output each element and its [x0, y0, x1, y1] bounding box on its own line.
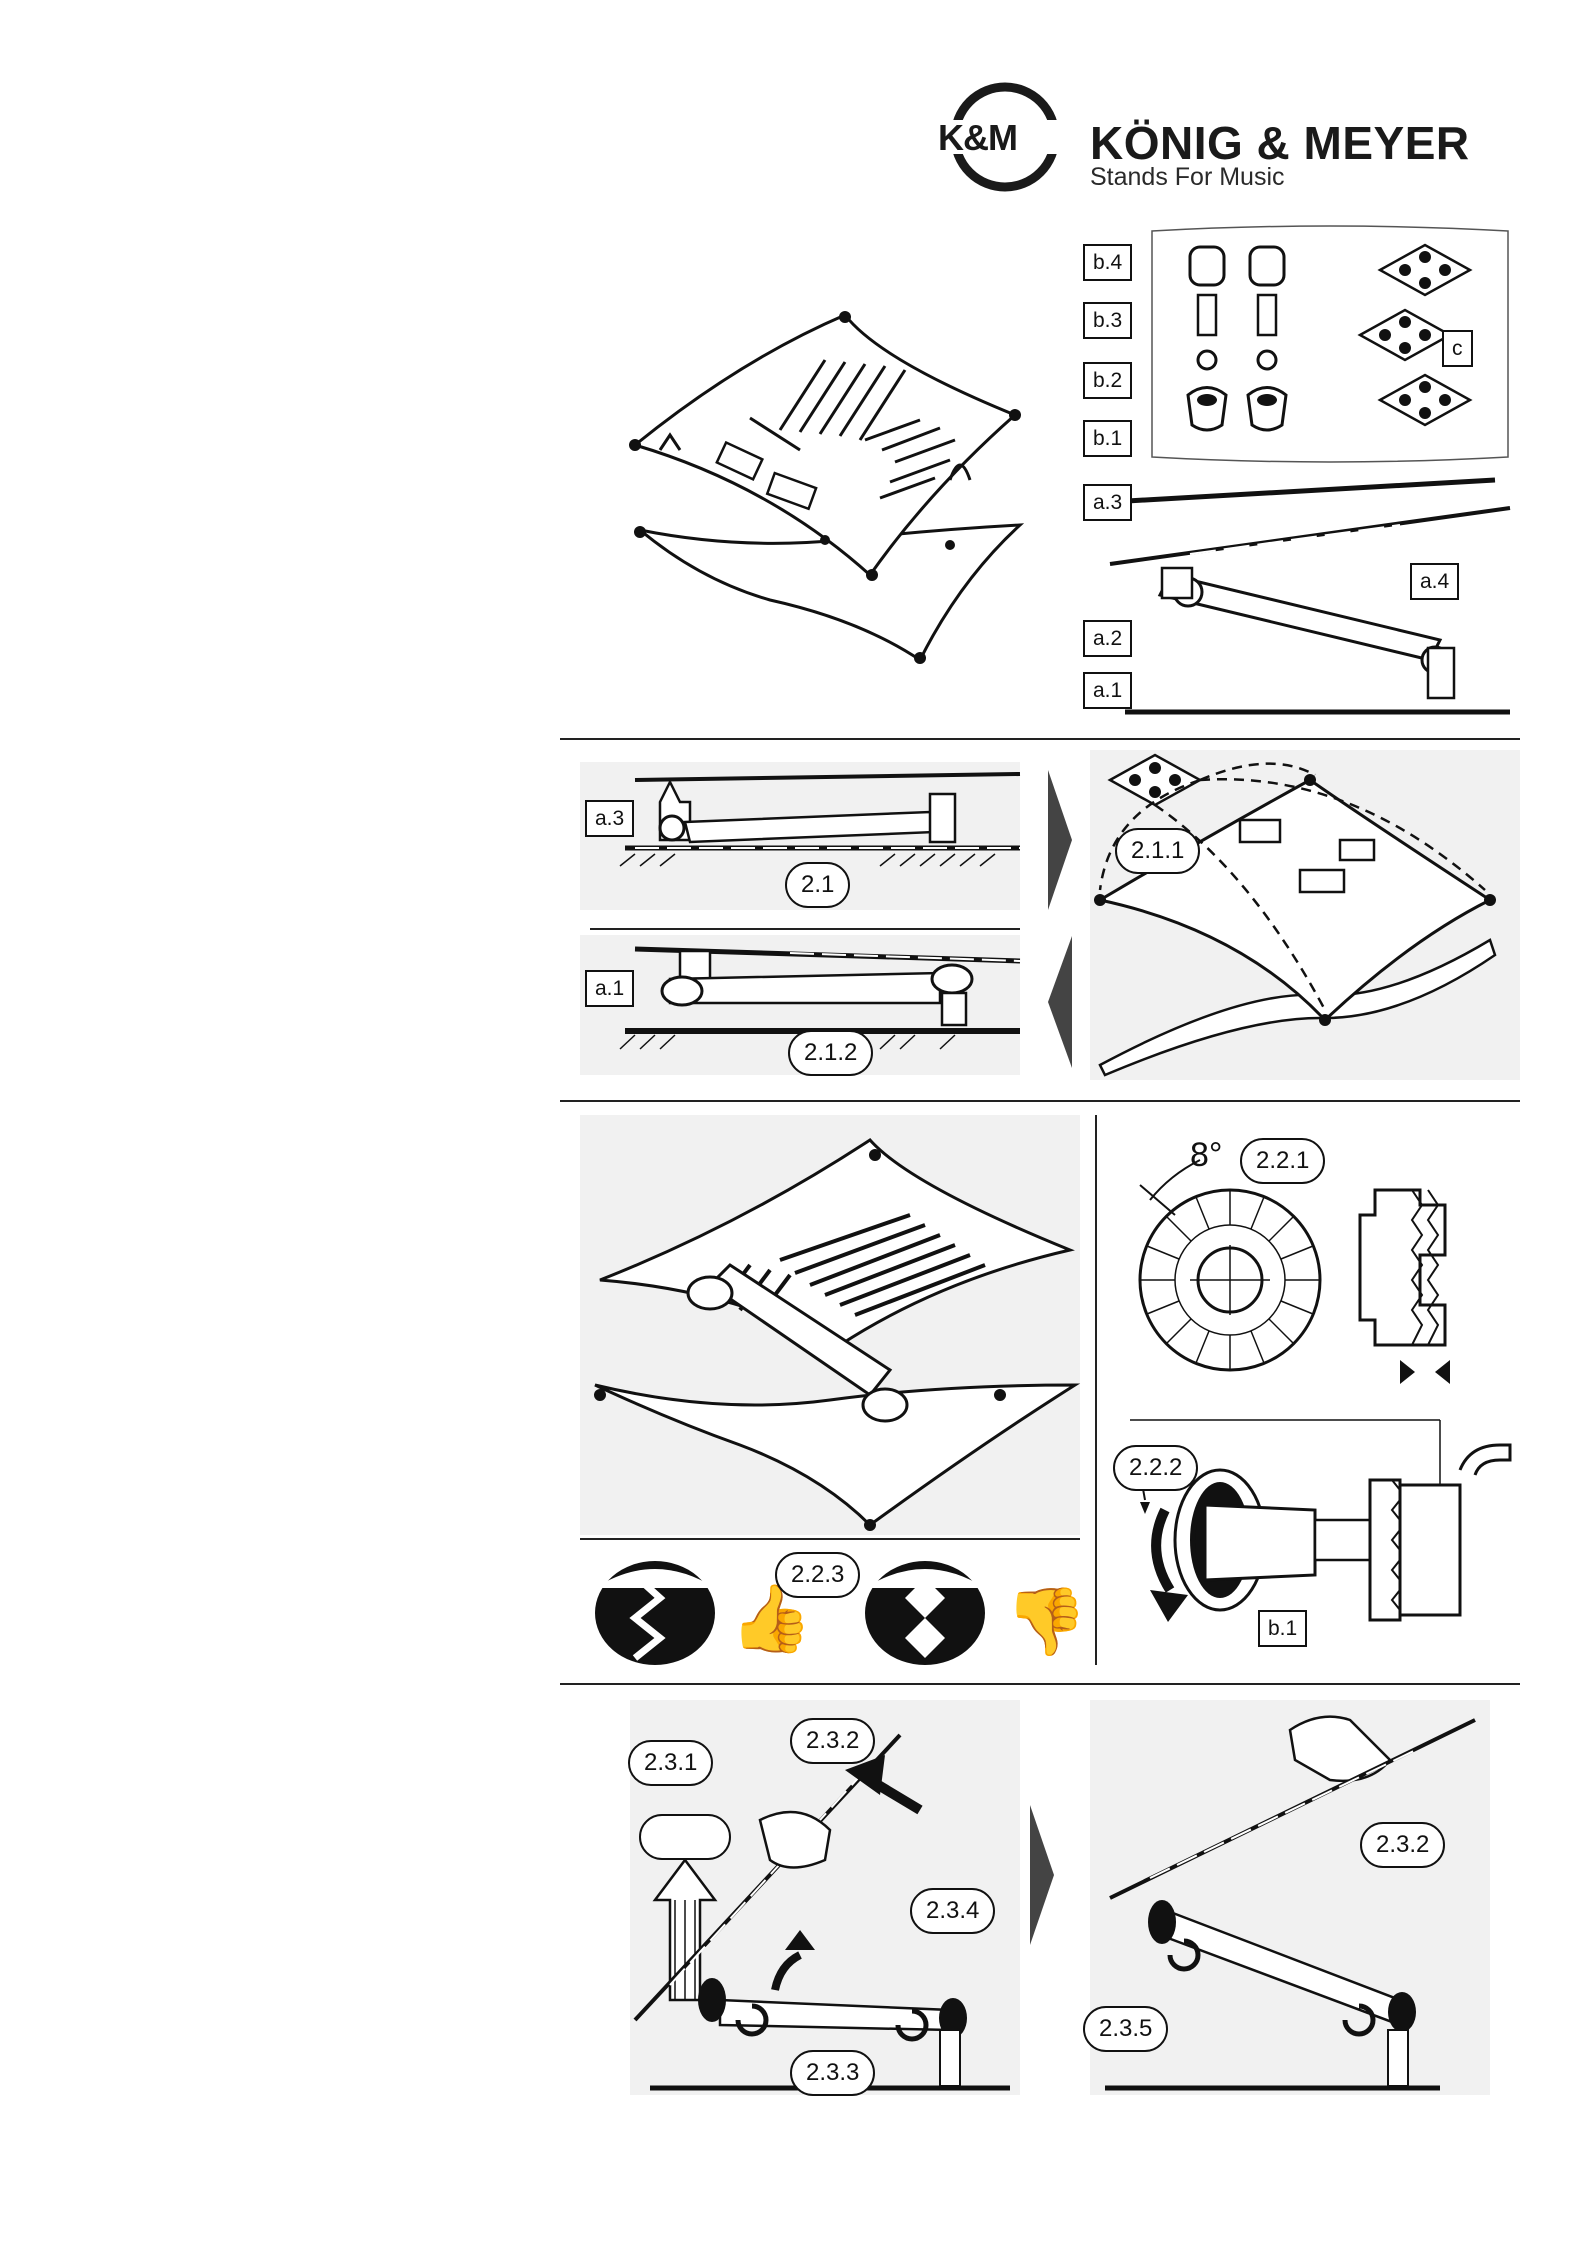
- section-divider: [560, 1100, 1520, 1102]
- stand-tilted-illustration: [580, 1115, 1080, 1535]
- step-2-3-3: 2.3.3: [790, 2050, 875, 2096]
- panel-divider: [580, 1538, 1080, 1540]
- part-label-a4: a.4: [1410, 563, 1459, 600]
- part-label-b4: b.4: [1083, 244, 1132, 281]
- part-label-c: c: [1442, 330, 1473, 367]
- correct-teeth-engagement-icon: [590, 1558, 720, 1668]
- knob-tightening-illustration: [1110, 1390, 1510, 1670]
- step-2-3-4: 2.3.4: [910, 1888, 995, 1934]
- step-2-1-1: 2.1.1: [1115, 828, 1200, 874]
- step-2-2-2: 2.2.2: [1113, 1445, 1198, 1491]
- step-2-1-2: 2.1.2: [788, 1030, 873, 1076]
- step-2-3-2-b: 2.3.2: [1360, 1822, 1445, 1868]
- part-label-a1: a.1: [1083, 672, 1132, 709]
- brand-name: KÖNIG & MEYER: [1090, 116, 1470, 170]
- part-label-b1: b.1: [1083, 420, 1132, 457]
- angle-label: 8°: [1190, 1136, 1223, 1175]
- step-2-2-1: 2.2.1: [1240, 1138, 1325, 1184]
- section-vertical-divider: [1095, 1115, 1097, 1665]
- stand-overview-illustration: [620, 300, 1040, 680]
- section-divider: [560, 1683, 1520, 1685]
- step-2-3-2-a: 2.3.2: [790, 1718, 875, 1764]
- panel-divider: [590, 928, 1020, 930]
- stand-side-view-illustration: [1100, 500, 1520, 720]
- step-label-a1: a.1: [585, 970, 634, 1007]
- thumbs-down-icon: 👎: [1005, 1588, 1087, 1654]
- foot-pad-placement-illustration: [1090, 750, 1520, 1080]
- step-label-a3: a.3: [585, 800, 634, 837]
- arrow-left-icon: [1048, 936, 1072, 1068]
- step-2-2-3: 2.2.3: [775, 1552, 860, 1598]
- step-2-3-5: 2.3.5: [1083, 2006, 1168, 2052]
- incorrect-teeth-engagement-icon: [860, 1558, 990, 1668]
- part-label-a2: a.2: [1083, 620, 1132, 657]
- part-label-b3: b.3: [1083, 302, 1132, 339]
- part-label-a3: a.3: [1083, 484, 1132, 521]
- brand-tagline: Stands For Music: [1090, 163, 1285, 192]
- arrow-right-icon: [1030, 1805, 1054, 1945]
- step-label-b1: b.1: [1258, 1610, 1307, 1647]
- part-label-b2: b.2: [1083, 362, 1132, 399]
- step-2-3-1: 2.3.1: [628, 1740, 713, 1786]
- logo-mark: K&M: [938, 117, 1017, 159]
- step-2-1: 2.1: [785, 862, 850, 908]
- arrow-right-icon: [1048, 770, 1072, 910]
- section-divider: [560, 738, 1520, 740]
